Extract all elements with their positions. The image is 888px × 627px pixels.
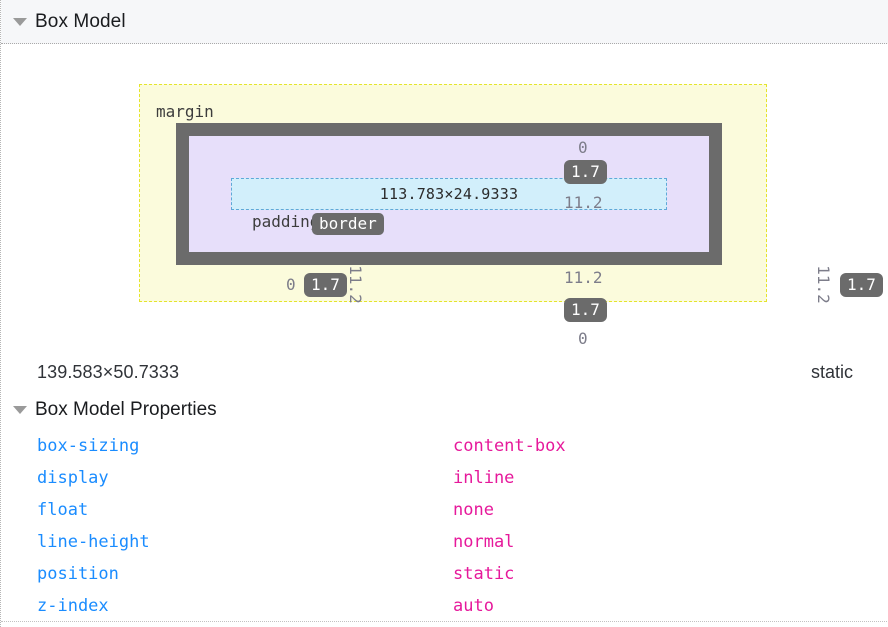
property-value[interactable]: inline	[453, 468, 515, 488]
margin-bottom-value[interactable]: 0	[578, 329, 588, 348]
padding-top-value[interactable]: 11.2	[564, 193, 603, 212]
padding-left-value[interactable]: 11.2	[345, 265, 365, 304]
caret-down-icon[interactable]	[13, 406, 27, 414]
property-value[interactable]: normal	[453, 532, 515, 552]
padding-region[interactable]: padding 113.783×24.9333	[189, 136, 709, 252]
property-name[interactable]: box-sizing	[37, 436, 140, 456]
border-bottom-value[interactable]: 1.7	[564, 298, 607, 322]
box-model-header[interactable]: Box Model	[1, 0, 888, 44]
element-position: static	[810, 361, 853, 382]
table-row[interactable]: float none	[1, 494, 888, 526]
content-size-value: 113.783×24.9333	[379, 185, 519, 203]
border-right-value[interactable]: 1.7	[840, 273, 883, 297]
margin-region[interactable]: margin 0 0 0 0 padding 113.783×24.9333 b…	[139, 84, 883, 348]
property-value[interactable]: content-box	[453, 436, 566, 456]
property-name[interactable]: position	[37, 564, 119, 584]
margin-top-value[interactable]: 0	[578, 138, 588, 157]
border-left-value[interactable]: 1.7	[304, 273, 347, 297]
padding-bottom-value[interactable]: 11.2	[564, 268, 603, 287]
table-row[interactable]: z-index auto	[1, 590, 888, 622]
element-dimensions: 139.583×50.7333	[37, 361, 180, 382]
padding-region-label: padding	[252, 212, 320, 231]
property-name[interactable]: float	[37, 500, 89, 520]
table-row[interactable]: display inline	[1, 462, 888, 494]
property-value[interactable]: static	[453, 564, 515, 584]
padding-right-value[interactable]: 11.2	[813, 265, 833, 304]
box-model-diagram: margin 0 0 0 0 padding 113.783×24.9333 b…	[1, 44, 888, 348]
property-value[interactable]: none	[453, 500, 494, 520]
border-top-value[interactable]: 1.7	[564, 160, 607, 184]
table-row[interactable]: line-height normal	[1, 526, 888, 558]
caret-down-icon[interactable]	[13, 17, 27, 26]
margin-left-value[interactable]: 0	[286, 275, 296, 294]
property-name[interactable]: line-height	[37, 532, 150, 552]
table-row[interactable]: position static	[1, 558, 888, 590]
border-region-label: border	[312, 213, 384, 235]
page-title: Box Model	[35, 10, 126, 32]
box-model-properties-list: box-sizing content-box display inline fl…	[1, 430, 888, 622]
bottom-divider	[1, 621, 888, 622]
box-model-summary: 139.583×50.7333 static	[1, 355, 888, 389]
border-region[interactable]: padding 113.783×24.9333	[176, 123, 722, 265]
table-row[interactable]: box-sizing content-box	[1, 430, 888, 462]
margin-region-label: margin	[156, 102, 214, 121]
property-name[interactable]: z-index	[37, 596, 109, 616]
property-value[interactable]: auto	[453, 596, 494, 616]
property-name[interactable]: display	[37, 468, 109, 488]
box-model-properties-header[interactable]: Box Model Properties	[1, 396, 888, 424]
properties-title: Box Model Properties	[35, 399, 217, 420]
